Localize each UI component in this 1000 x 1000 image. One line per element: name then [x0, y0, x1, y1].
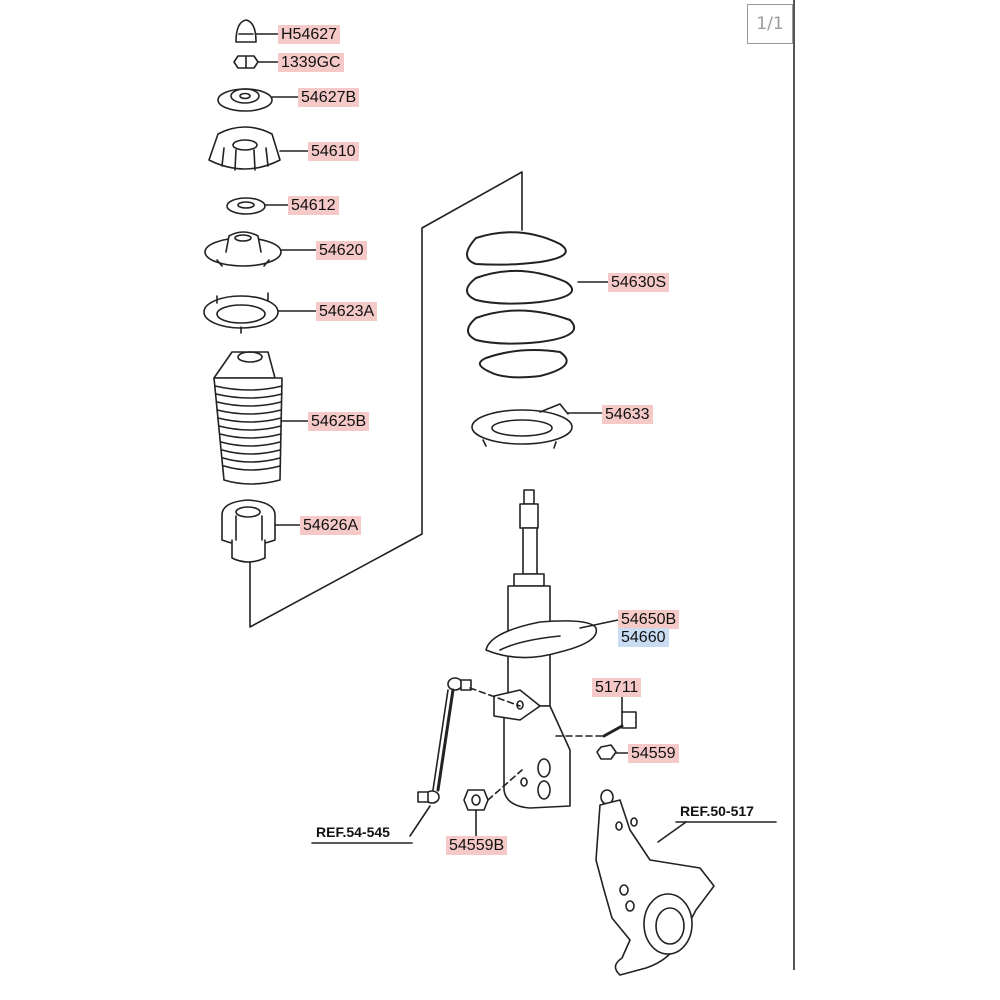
- lock-nut-part[interactable]: [233, 55, 259, 69]
- label-54559[interactable]: 54559: [628, 744, 679, 763]
- strut-insulator-mount-part[interactable]: [208, 126, 281, 171]
- page-indicator: 1/1: [747, 4, 793, 44]
- ref-stabilizer-link[interactable]: REF.54-545: [316, 824, 390, 840]
- label-54650b[interactable]: 54650B: [618, 610, 680, 629]
- bump-stopper-part[interactable]: [221, 499, 276, 563]
- label-54623a[interactable]: 54623A: [316, 302, 378, 321]
- coil-spring-part[interactable]: [466, 231, 576, 379]
- label-54559b[interactable]: 54559B: [446, 836, 508, 855]
- frame-border: [793, 0, 795, 970]
- label-54626a[interactable]: 54626A: [300, 516, 362, 535]
- label-54612[interactable]: 54612: [288, 196, 339, 215]
- label-54625b[interactable]: 54625B: [308, 412, 370, 431]
- label-54660[interactable]: 54660: [618, 628, 669, 647]
- strut-assembly-part[interactable]: [485, 489, 598, 809]
- nut-part[interactable]: [596, 744, 617, 760]
- label-54633[interactable]: 54633: [602, 405, 653, 424]
- label-54610[interactable]: 54610: [308, 142, 359, 161]
- strut-bearing-washer-part[interactable]: [217, 88, 273, 112]
- dust-cap-part[interactable]: [235, 19, 257, 43]
- label-54630s[interactable]: 54630S: [608, 273, 670, 292]
- label-1339gc[interactable]: 1339GC: [278, 53, 344, 72]
- strut-bolt-part[interactable]: [602, 711, 637, 738]
- link-nut-part[interactable]: [463, 789, 489, 811]
- dust-boot-part[interactable]: [213, 351, 283, 485]
- stabilizer-link-part[interactable]: [417, 677, 472, 804]
- label-h54627[interactable]: H54627: [278, 25, 341, 44]
- label-51711[interactable]: 51711: [592, 678, 642, 697]
- label-54627b[interactable]: 54627B: [298, 88, 360, 107]
- steering-knuckle-part[interactable]: [595, 789, 715, 976]
- upper-spring-seat-part[interactable]: [204, 231, 282, 267]
- label-54620[interactable]: 54620: [316, 241, 367, 260]
- spacer-washer-part[interactable]: [226, 197, 266, 215]
- upper-spring-pad-part[interactable]: [203, 292, 279, 334]
- lower-spring-pad-part[interactable]: [471, 403, 573, 449]
- ref-knuckle[interactable]: REF.50-517: [680, 803, 754, 819]
